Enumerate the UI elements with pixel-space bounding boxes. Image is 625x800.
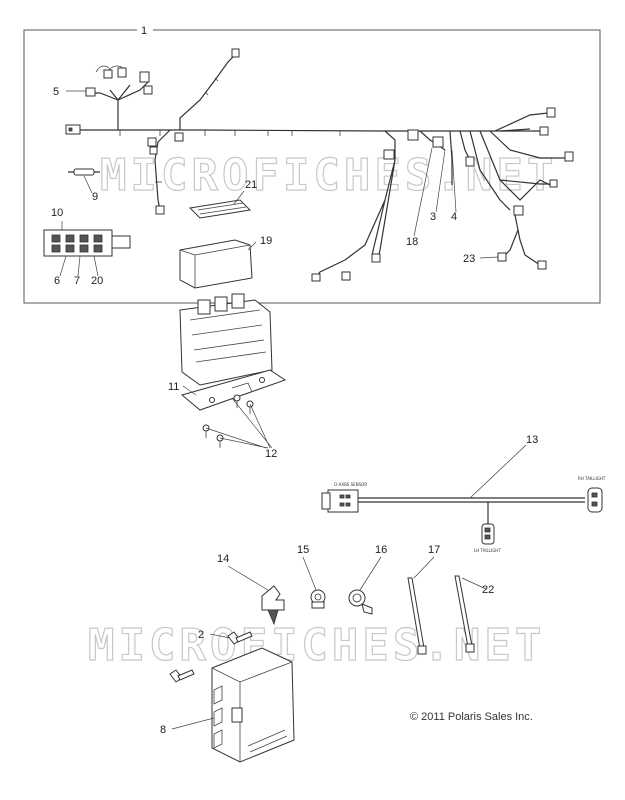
part-11-relay-block xyxy=(179,293,287,411)
callout-16: 16 xyxy=(375,544,387,556)
callout-19: 19 xyxy=(260,235,272,247)
part-22-cable-tie xyxy=(454,575,475,653)
harness-frame xyxy=(23,29,601,304)
callout-11: 11 xyxy=(168,381,179,393)
callout-23: 23 xyxy=(463,253,475,265)
part-10-fuse-box xyxy=(43,229,131,257)
callout-15: 15 xyxy=(297,544,309,556)
callout-20: 20 xyxy=(91,275,103,287)
leader-lines xyxy=(59,90,527,730)
part-16-clamp xyxy=(348,589,373,615)
callout-2: 2 xyxy=(198,629,204,641)
part-21-label-sheet xyxy=(188,199,252,219)
watermark-bottom: MICROFICHES.NET xyxy=(88,620,545,671)
part-19-cover xyxy=(179,239,253,289)
callout-13: 13 xyxy=(526,434,538,446)
callout-6: 6 xyxy=(54,275,60,287)
callout-9: 9 xyxy=(92,191,98,203)
part-15-clamp xyxy=(310,589,326,609)
main-wiring-harness xyxy=(65,48,574,282)
callout-17: 17 xyxy=(428,544,440,556)
callout-1: 1 xyxy=(141,25,147,37)
callouts: 1 2 3 4 5 6 7 8 9 10 11 12 13 14 15 16 1… xyxy=(51,25,538,736)
part-9-fuse-holder xyxy=(68,168,100,176)
callout-14: 14 xyxy=(217,553,229,565)
callout-22: 22 xyxy=(482,584,494,596)
callout-7: 7 xyxy=(74,275,80,287)
callout-5: 5 xyxy=(53,86,59,98)
callout-12: 12 xyxy=(265,448,277,460)
copyright-text: © 2011 Polaris Sales Inc. xyxy=(410,711,533,723)
watermark-top: MICROFICHES.NET xyxy=(100,150,557,201)
callout-4: 4 xyxy=(451,211,457,223)
callout-10: 10 xyxy=(51,207,63,219)
callout-21: 21 xyxy=(245,179,257,191)
part-8-ecu-module xyxy=(211,647,295,763)
harness-label-mid: LH TAILLIGHT xyxy=(474,548,501,553)
part-17-cable-tie xyxy=(407,577,427,655)
callout-3: 3 xyxy=(430,211,436,223)
part-13-taillight-harness: O-AXBS SENSOR RH TAILLIGHT LH TAILLIGHT xyxy=(321,476,606,553)
callout-18: 18 xyxy=(406,236,418,248)
harness-label-right: RH TAILLIGHT xyxy=(578,476,606,481)
part-2-screws xyxy=(169,631,253,683)
harness-label-left: O-AXBS SENSOR xyxy=(334,482,367,487)
part-14-clip xyxy=(261,585,285,626)
callout-8: 8 xyxy=(160,724,166,736)
